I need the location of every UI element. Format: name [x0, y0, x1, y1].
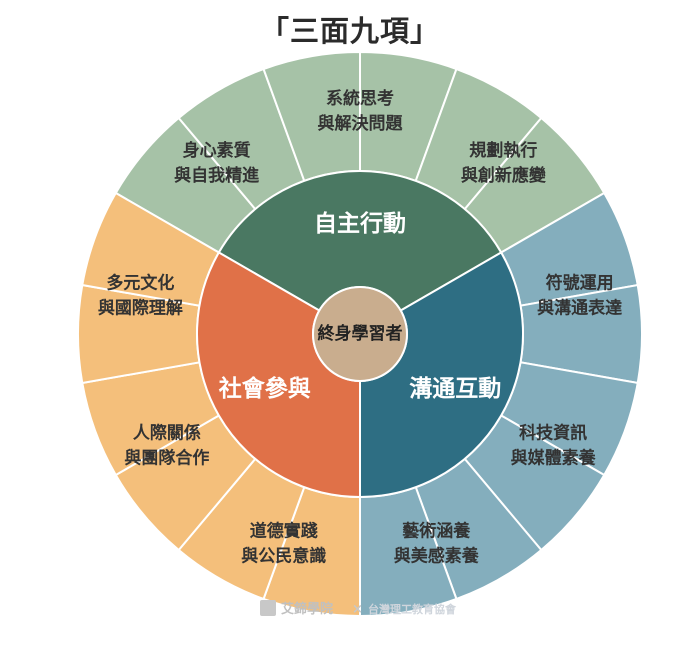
item-label-line2: 與媒體素養: [511, 448, 596, 469]
item-label-line1: 身心素質: [183, 140, 251, 161]
item-label-line2: 與美感素養: [394, 546, 479, 567]
middle-ring: [196, 170, 524, 499]
item-label-line2: 與公民意識: [241, 546, 326, 567]
center-label: 終身學習者: [318, 323, 403, 344]
diagram-title: 「三面九項」: [259, 14, 440, 48]
item-label-line2: 與溝通表達: [537, 297, 622, 318]
item-label-line2: 與創新應變: [461, 165, 547, 186]
item-label-line1: 人際關係: [133, 423, 201, 444]
item-label-line2: 與國際理解: [98, 297, 183, 318]
dimension-label-2: 溝通互動: [409, 376, 501, 402]
dimension-label-3: 社會參與: [219, 375, 311, 402]
item-label-line1: 道德實踐: [250, 521, 318, 542]
item-label-line1: 系統思考: [326, 88, 394, 109]
item-label-line2: 與團隊合作: [124, 448, 209, 469]
outer-ring: [77, 50, 644, 618]
logo-icon: [260, 600, 276, 616]
watermark-separator: ×: [352, 602, 363, 617]
item-label-line2: 與自我精進: [174, 165, 259, 186]
item-label-line2: 與解決問題: [318, 113, 404, 134]
watermark: 艾鍗學院 × 台灣理工教育協會: [260, 600, 457, 617]
watermark-partner: 台灣理工教育協會: [368, 602, 457, 616]
item-label-line1: 科技資訊: [519, 423, 587, 444]
item-label-line1: 符號運用: [546, 272, 614, 293]
item-label-line1: 規劃執行: [469, 140, 537, 161]
center-circle-group: 終身學習者: [312, 286, 408, 382]
item-label-line1: 多元文化: [106, 272, 174, 293]
item-label-line1: 藝術涵養: [402, 521, 470, 542]
watermark-brand: 艾鍗學院: [281, 601, 333, 617]
center-circle: [312, 286, 408, 382]
dimension-label-1: 自主行動: [314, 210, 406, 237]
